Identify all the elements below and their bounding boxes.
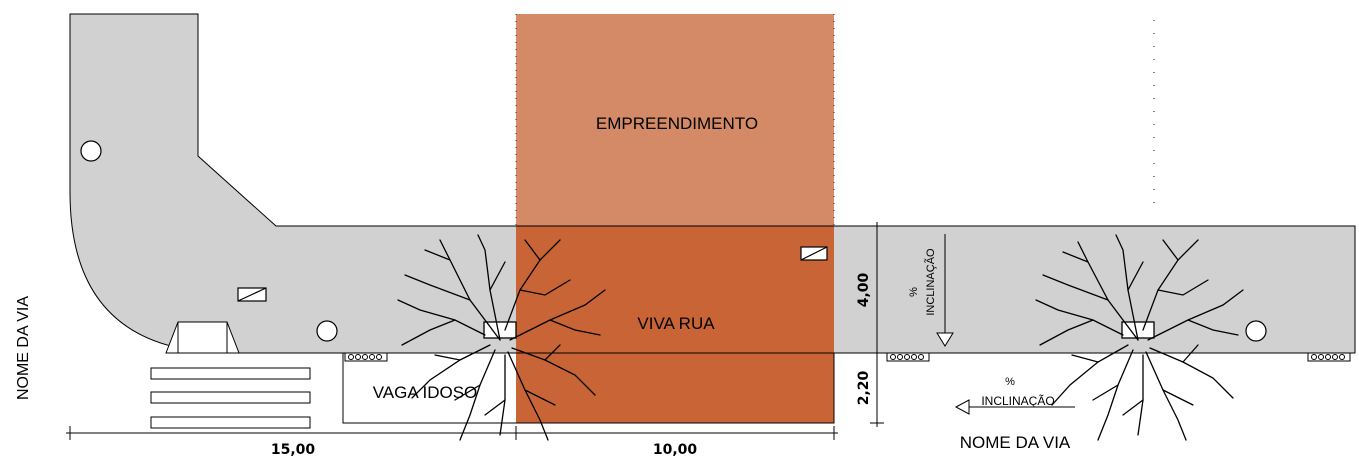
drain-grill-icon bbox=[886, 352, 930, 362]
street-name-bottom: NOME DA VIA bbox=[960, 433, 1071, 452]
dimension-parking-depth: 2,20 bbox=[856, 370, 872, 405]
dimension-width-left: 15,00 bbox=[271, 442, 316, 458]
dimension-width-middle: 10,00 bbox=[653, 442, 698, 458]
crosswalk-icon bbox=[150, 367, 311, 429]
inclination-pct-horizontal: % bbox=[1005, 376, 1015, 388]
viva-rua-label: VIVA RUA bbox=[637, 314, 715, 333]
inclination-label-horizontal: INCLINAÇÃO bbox=[981, 394, 1054, 408]
inclination-label-vertical: INCLINAÇÃO bbox=[924, 248, 937, 316]
tree-icon bbox=[397, 234, 606, 441]
vaga-idoso-label: VAGA IDOSO bbox=[373, 383, 478, 402]
post-circle-icon bbox=[80, 140, 102, 162]
viva-rua-area bbox=[516, 226, 834, 423]
inclination-pct-vertical: % bbox=[908, 287, 920, 297]
post-circle-icon bbox=[316, 320, 338, 342]
grate-icon bbox=[237, 287, 267, 302]
bottom-dimension-line bbox=[66, 426, 838, 440]
drain-grill-icon bbox=[1307, 352, 1351, 362]
vaga-idoso-bay bbox=[342, 352, 835, 424]
dimension-sidewalk-depth: 4,00 bbox=[856, 272, 872, 307]
sidewalk bbox=[69, 13, 1356, 354]
ramp-icon bbox=[165, 321, 240, 354]
inclination-arrow-horizontal-icon bbox=[954, 399, 1075, 415]
empreendimento-area bbox=[516, 14, 834, 226]
street-name-left: NOME DA VIA bbox=[15, 296, 32, 400]
empreendimento-label: EMPREENDIMENTO bbox=[596, 114, 758, 133]
grate-icon bbox=[800, 246, 828, 261]
right-dimension-line bbox=[870, 222, 884, 427]
post-circle-icon bbox=[1245, 320, 1267, 342]
tree-icon bbox=[1035, 234, 1244, 441]
drain-grill-icon bbox=[344, 352, 388, 362]
inclination-arrow-vertical-icon bbox=[936, 234, 954, 347]
